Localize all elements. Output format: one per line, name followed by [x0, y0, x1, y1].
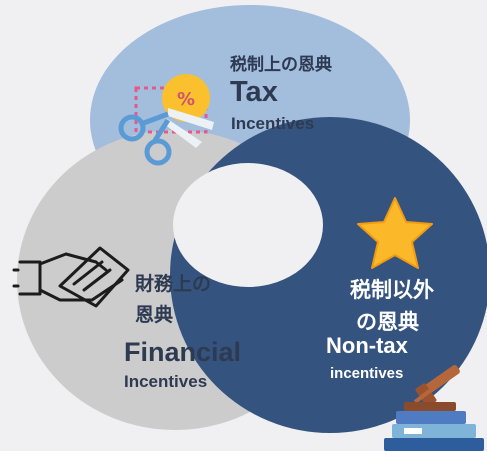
financial-label-title: Financial [124, 337, 242, 367]
gavel-books-icon [384, 365, 484, 451]
tax-label-jp: 税制上の恩典 [230, 55, 332, 75]
financial-label-sub: Incentives [124, 372, 208, 391]
nontax-label-sub: incentives [330, 365, 404, 382]
nontax-label-title: Non-tax [326, 333, 408, 358]
tax-label-title: Tax [230, 76, 278, 108]
tax-label-sub: Incentives [231, 114, 315, 133]
scissors-coupon-icon: % [118, 74, 214, 166]
financial-label-jp-2: 恩典 [135, 304, 174, 326]
nontax-label-jp-2: の恩典 [356, 310, 419, 334]
svg-text:%: % [177, 89, 195, 110]
handshake-money-icon [12, 246, 130, 308]
center-hole [173, 163, 323, 287]
nontax-label-jp-1: 税制以外 [350, 278, 434, 302]
star-icon [357, 197, 433, 269]
financial-label-jp-1: 財務上の [135, 273, 212, 295]
